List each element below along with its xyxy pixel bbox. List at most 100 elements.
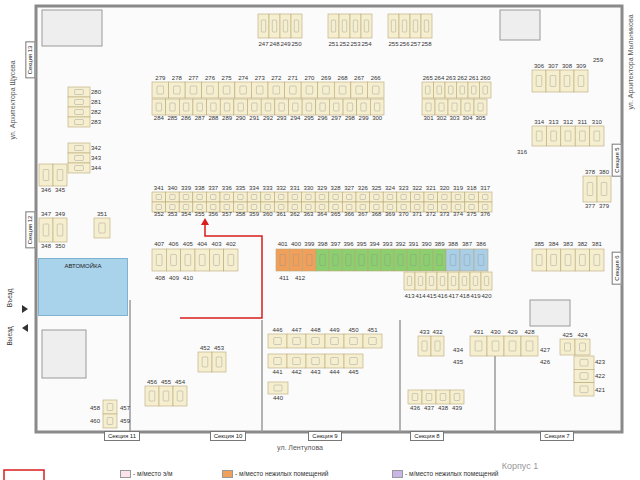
space-number: 380 <box>599 169 609 175</box>
parking-stall <box>234 192 248 202</box>
section-tag: Секция 9 <box>308 431 341 441</box>
space-number: 367 <box>358 211 368 217</box>
stair-core <box>42 330 86 378</box>
parking-stall <box>487 336 504 356</box>
space-number: 458 <box>90 405 100 411</box>
parking-stall <box>422 82 434 98</box>
parking-stall <box>560 70 574 92</box>
space-number: 324 <box>385 185 395 191</box>
parking-stall <box>434 82 446 98</box>
space-number: 413 <box>404 293 414 299</box>
car-icon <box>565 343 571 351</box>
parking-stall <box>339 14 350 38</box>
space-number: 325 <box>371 185 381 191</box>
space-number: 379 <box>599 203 609 209</box>
parking-stall <box>152 192 166 202</box>
parking-stall <box>370 99 384 115</box>
space-number: 360 <box>263 211 273 217</box>
space-number: 266 <box>371 75 381 81</box>
legend-swatch <box>222 470 233 478</box>
car-icon <box>251 195 256 200</box>
car-icon <box>483 86 488 94</box>
parking-stall <box>193 202 207 212</box>
parking-stall <box>356 192 370 202</box>
parking-stall <box>68 163 90 173</box>
car-icon <box>536 76 542 87</box>
space-number: 433 <box>419 329 429 335</box>
section-tag: Секция 5 <box>612 143 622 176</box>
node-text: Секция 7 <box>544 433 569 439</box>
parking-stall <box>103 414 117 428</box>
parking-stall <box>560 339 575 355</box>
space-number: 286 <box>181 115 191 121</box>
space-number: 405 <box>183 241 193 247</box>
space-number: 382 <box>577 241 587 247</box>
parking-stall <box>251 82 268 98</box>
legend-text: - м/место э/м <box>133 470 173 477</box>
parking-stall <box>367 82 384 98</box>
space-number: 274 <box>238 75 248 81</box>
parking-stall <box>261 202 275 212</box>
parking-stall <box>274 202 288 212</box>
space-number: 406 <box>169 241 179 247</box>
parking-stall <box>39 218 53 242</box>
legend-swatch <box>392 470 403 478</box>
car-icon <box>214 255 220 266</box>
car-icon <box>293 103 298 111</box>
space-number: 365 <box>331 211 341 217</box>
space-number: 372 <box>426 211 436 217</box>
car-icon <box>280 255 285 266</box>
car-icon <box>292 195 297 200</box>
car-icon <box>75 156 84 161</box>
parking-stall <box>269 14 280 38</box>
parking-stall <box>179 202 193 212</box>
space-number: 341 <box>154 185 164 191</box>
space-number: 308 <box>562 63 572 69</box>
car-icon <box>418 277 422 286</box>
car-icon <box>346 205 351 210</box>
space-number: 395 <box>356 241 366 247</box>
space-number: 303 <box>449 115 459 121</box>
car-icon <box>374 205 379 210</box>
space-number: 373 <box>439 211 449 217</box>
space-number: 275 <box>222 75 232 81</box>
parking-stall <box>574 70 588 92</box>
parking-stall <box>368 249 381 271</box>
parking-stall <box>179 192 193 202</box>
space-number: 337 <box>208 185 218 191</box>
space-number: 287 <box>195 115 205 121</box>
car-icon <box>440 394 446 401</box>
space-number: 358 <box>235 211 245 217</box>
car-icon <box>75 166 84 171</box>
car-icon <box>75 146 84 151</box>
space-number: 352 <box>154 211 164 217</box>
car-icon <box>426 394 432 401</box>
car-icon <box>536 131 542 141</box>
parking-stall <box>344 334 363 348</box>
parking-stall <box>268 82 285 98</box>
parking-stall <box>94 218 110 238</box>
section-tag: Секция 7 <box>540 431 573 441</box>
car-icon <box>274 385 282 391</box>
parking-stall <box>329 99 343 115</box>
space-number: 272 <box>271 75 281 81</box>
car-icon <box>435 341 440 351</box>
parking-stall <box>68 107 90 117</box>
space-number: 454 <box>175 379 185 385</box>
space-number: 430 <box>490 329 500 335</box>
parking-stall <box>597 176 611 202</box>
space-number: 420 <box>481 293 491 299</box>
parking-stall <box>446 249 460 271</box>
car-icon <box>331 358 339 365</box>
parking-stall <box>220 202 234 212</box>
space-number: 291 <box>249 115 259 121</box>
space-number: 384 <box>549 241 559 247</box>
space-number: 323 <box>399 185 409 191</box>
car-icon <box>424 255 429 266</box>
car-icon <box>551 131 557 141</box>
space-number: 264 <box>434 75 444 81</box>
parking-stall <box>433 249 446 271</box>
space-number: 374 <box>453 211 463 217</box>
space-number: 432 <box>432 329 442 335</box>
space-number: 417 <box>448 293 458 299</box>
